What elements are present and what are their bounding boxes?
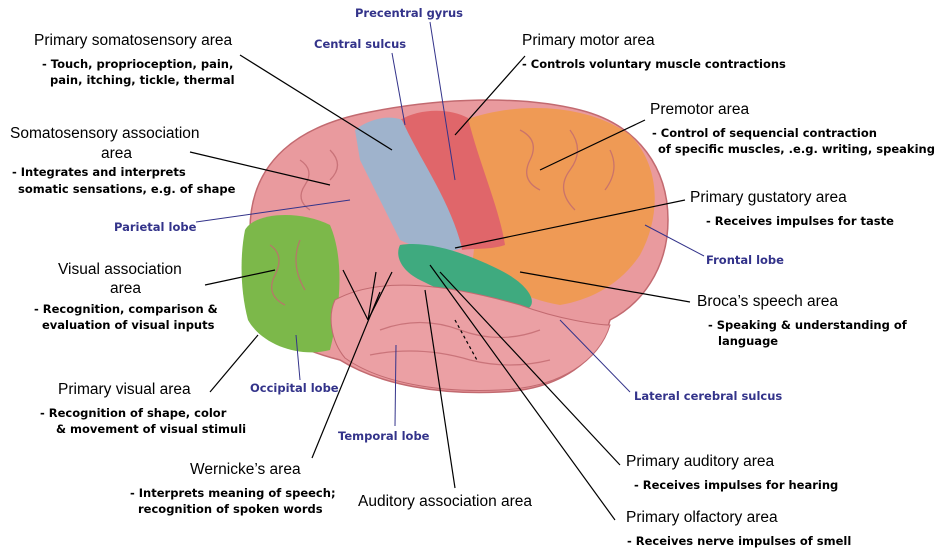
somato-assoc-title-1: Somatosensory association — [10, 125, 200, 142]
auditory-title: Primary auditory area — [626, 453, 775, 470]
label-temporal-lobe: Temporal lobe — [338, 429, 430, 443]
auditory-assoc-title: Auditory association area — [358, 493, 533, 510]
visual-desc-2: & movement of visual stimuli — [56, 422, 247, 436]
visual-assoc-title-1: Visual association — [58, 261, 182, 278]
somatosensory-desc-1: - Touch, proprioception, pain, — [42, 57, 234, 71]
somatosensory-desc-2: pain, itching, tickle, thermal — [50, 73, 235, 87]
brain — [241, 99, 669, 394]
temporal-lobe — [330, 284, 611, 391]
olfactory-desc: - Receives nerve impulses of smell — [627, 534, 852, 548]
motor-red — [400, 110, 505, 250]
gustatory-desc: - Receives impulses for taste — [706, 214, 894, 228]
premotor-title: Premotor area — [650, 101, 750, 118]
motor-title: Primary motor area — [522, 32, 655, 49]
somato-assoc-desc-2: somatic sensations, e.g. of shape — [18, 182, 236, 196]
visual-assoc-title-2: area — [110, 280, 142, 297]
wernicke-desc-2: recognition of spoken words — [138, 502, 323, 516]
somato-assoc-desc-1: - Integrates and interprets — [12, 165, 186, 179]
premotor-desc-1: - Control of sequencial contraction — [652, 126, 877, 140]
label-frontal-lobe: Frontal lobe — [706, 253, 784, 267]
wernicke-desc-1: - Interprets meaning of speech; — [130, 486, 336, 500]
occipital-green — [241, 214, 340, 353]
gustatory-title: Primary gustatory area — [690, 189, 847, 206]
label-occipital-lobe: Occipital lobe — [250, 381, 339, 395]
auditory-desc: - Receives impulses for hearing — [634, 478, 839, 492]
broca-title: Broca’s speech area — [697, 293, 839, 310]
lobe-leader-lines — [195, 21, 705, 427]
motor-desc: - Controls voluntary muscle contractions — [522, 57, 786, 71]
gustatory-teal — [398, 244, 532, 311]
visual-title: Primary visual area — [58, 381, 191, 398]
somatosensory-blue — [355, 117, 462, 252]
premotor-desc-2: of specific muscles, .e.g. writing, spea… — [658, 142, 935, 156]
label-central-sulcus: Central sulcus — [314, 37, 407, 51]
label-lateral-sulcus: Lateral cerebral sulcus — [634, 389, 783, 403]
visual-assoc-desc-1: - Recognition, comparison & — [34, 302, 218, 316]
broca-desc-1: - Speaking & understanding of — [708, 318, 907, 332]
label-precentral-gyrus: Precentral gyrus — [355, 6, 464, 20]
label-parietal-lobe: Parietal lobe — [114, 220, 197, 234]
somatosensory-title: Primary somatosensory area — [34, 32, 233, 49]
olfactory-title: Primary olfactory area — [626, 509, 778, 526]
wernicke-title: Wernicke’s area — [190, 461, 301, 478]
somato-assoc-title-2: area — [101, 145, 133, 162]
broca-desc-2: language — [718, 334, 779, 348]
frontal-orange — [465, 108, 655, 305]
visual-assoc-desc-2: evaluation of visual inputs — [42, 318, 215, 332]
visual-desc-1: - Recognition of shape, color — [40, 406, 227, 420]
leader-lines — [189, 54, 691, 521]
